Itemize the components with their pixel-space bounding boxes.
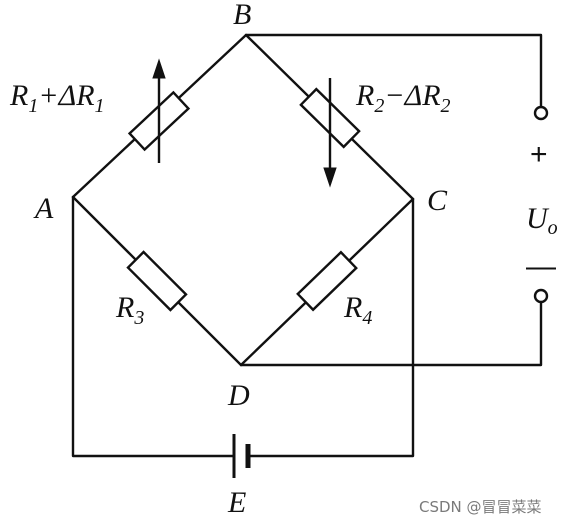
wire-d-to-minus-terminal bbox=[239, 300, 543, 367]
battery-icon bbox=[232, 434, 251, 478]
output-voltage-label: Uo bbox=[526, 202, 558, 239]
node-d-label: D bbox=[227, 379, 250, 412]
watermark: CSDN @冒冒菜菜 bbox=[419, 498, 542, 516]
plus-terminal-icon bbox=[533, 105, 549, 121]
node-a-label: A bbox=[33, 192, 54, 225]
minus-terminal-icon bbox=[533, 288, 549, 304]
wire-b-to-plus-terminal bbox=[244, 33, 543, 108]
resistor-r4 bbox=[296, 250, 358, 312]
r3-label: R3 bbox=[115, 291, 144, 329]
r2-label: R2−ΔR2 bbox=[355, 79, 451, 117]
r4-label: R4 bbox=[343, 291, 372, 329]
minus-sign: — bbox=[526, 250, 556, 283]
resistor-r3 bbox=[126, 250, 188, 312]
plus-sign: + bbox=[530, 138, 548, 171]
node-b-label: B bbox=[233, 0, 251, 31]
wire-c-to-battery bbox=[246, 197, 415, 458]
r1-label: R1+ΔR1 bbox=[9, 79, 105, 117]
node-e-label: E bbox=[227, 486, 246, 519]
node-c-label: C bbox=[427, 184, 448, 217]
arrow-up-head-icon bbox=[152, 58, 166, 79]
arrow-down-head-icon bbox=[323, 167, 337, 188]
wire-a-to-battery bbox=[71, 195, 236, 458]
